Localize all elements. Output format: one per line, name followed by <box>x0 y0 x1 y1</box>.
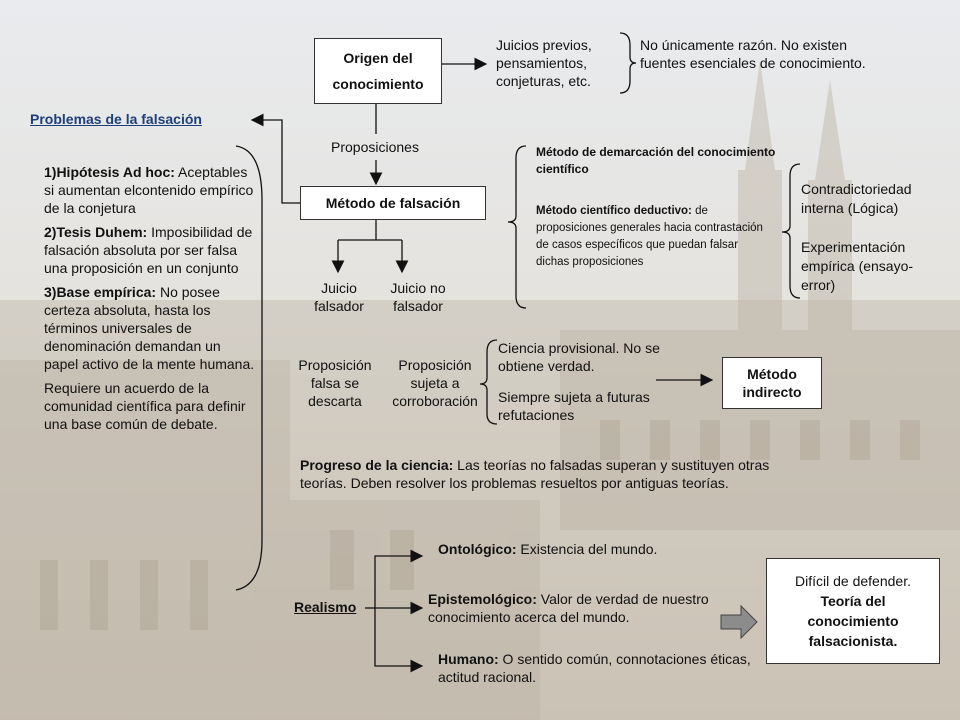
origin-box-line2: conocimiento <box>332 76 424 92</box>
ontological-bold: Ontológico: <box>438 541 517 557</box>
problem-item: Requiere un acuerdo de la comunidad cien… <box>44 379 256 433</box>
progress-text: Progreso de la ciencia: Las teorías no f… <box>300 456 806 492</box>
problem-text: Aceptables si aumentan elcontenido empír… <box>44 164 254 216</box>
problem-text: Requiere un acuerdo de la comunidad cien… <box>44 380 246 432</box>
proposition-corroboration-text: Proposición sujeta a corroboración <box>392 357 478 409</box>
problems-title-link[interactable]: Problemas de la falsación <box>30 111 202 127</box>
indirect-method-box: Método indirecto <box>722 357 822 409</box>
human-bold: Humano: <box>438 651 499 667</box>
contradiction-text: Contradictoriedad interna (Lógica) <box>801 181 912 216</box>
demarcation-text: Método de demarcación del conocimiento c… <box>536 145 776 176</box>
problems-list: 1)Hipótesis Ad hoc: Aceptables si aument… <box>44 163 256 433</box>
subject-refutations-text: Siempre sujeta a futuras refutaciones <box>498 389 650 423</box>
bracket-problems <box>235 145 263 591</box>
experimentation-text: Experimentación empírica (ensayo-error) <box>801 239 914 293</box>
human-text: Humano: O sentido común, connotaciones é… <box>438 650 758 686</box>
final-box-plain: Difícil de defender. <box>795 573 911 589</box>
epistemological-body: Valor de verdad de nuestro conocimiento … <box>428 591 709 625</box>
provisional-science-text: Ciencia provisional. No se obtiene verda… <box>498 340 660 374</box>
problem-item: 1)Hipótesis Ad hoc: Aceptables si aument… <box>44 163 256 217</box>
epistemological-bold: Epistemológico: <box>428 591 537 607</box>
brace-previous-judgments <box>619 32 637 94</box>
arrow-to-human <box>374 608 424 673</box>
brace-falsation-methods <box>507 145 527 309</box>
arrow-to-problems <box>250 113 300 204</box>
ontological-body: Existencia del mundo. <box>516 541 658 557</box>
final-box: Difícil de defender. Teoría del conocimi… <box>766 558 940 664</box>
deductive-body: de proposiciones generales hacia contras… <box>536 205 763 268</box>
deductive-bold: Método científico deductivo: <box>536 205 692 217</box>
problem-item: 3)Base empírica: No posee certeza absolu… <box>44 283 256 373</box>
problem-bold: 1)Hipótesis Ad hoc: <box>44 164 175 180</box>
origin-box: Origen del conocimiento <box>314 38 442 104</box>
block-arrow-icon <box>720 604 758 640</box>
propositions-label: Proposiciones <box>331 139 419 155</box>
judgment-falsifier-text: Juicio falsador <box>314 280 364 314</box>
brace-corroboration <box>479 339 498 425</box>
progress-bold: Progreso de la ciencia: <box>300 457 454 473</box>
proposition-false-text: Proposición falsa se descarta <box>298 357 372 409</box>
problem-bold: 3)Base empírica: <box>44 284 157 300</box>
problem-bold: 2)Tesis Duhem: <box>44 224 148 240</box>
epistemological-text: Epistemológico: Valor de verdad de nuest… <box>428 590 758 626</box>
human-body: O sentido común, connotaciones éticas, a… <box>438 651 751 685</box>
problem-item: 2)Tesis Duhem: Imposibilidad de falsació… <box>44 223 256 277</box>
origin-box-line1: Origen del <box>343 50 413 66</box>
progress-body: Las teorías no falsadas superan y sustit… <box>300 457 770 491</box>
not-only-reason-text: No únicamente razón. No existen fuentes … <box>640 37 866 71</box>
ontological-text: Ontológico: Existencia del mundo. <box>438 540 668 558</box>
falsation-method-label: Método de falsación <box>325 195 461 211</box>
deductive-text: Método científico deductivo: de proposic… <box>536 203 772 271</box>
brace-deductive-criteria <box>781 163 801 299</box>
indirect-method-label: Método indirecto <box>742 366 802 400</box>
realism-label: Realismo <box>294 599 357 615</box>
final-box-bold: Teoría del conocimiento falsacionista. <box>807 593 899 649</box>
problem-text: No posee certeza absoluta, hasta los tér… <box>44 284 255 372</box>
arrow-to-ontological <box>374 549 424 608</box>
problem-text: Imposibilidad de falsación absoluta por … <box>44 224 253 276</box>
previous-judgments-text: Juicios previos, pensamientos, conjetura… <box>496 37 592 89</box>
falsation-method-box: Método de falsación <box>300 186 486 220</box>
judgment-non-falsifier-text: Juicio no falsador <box>390 280 446 314</box>
